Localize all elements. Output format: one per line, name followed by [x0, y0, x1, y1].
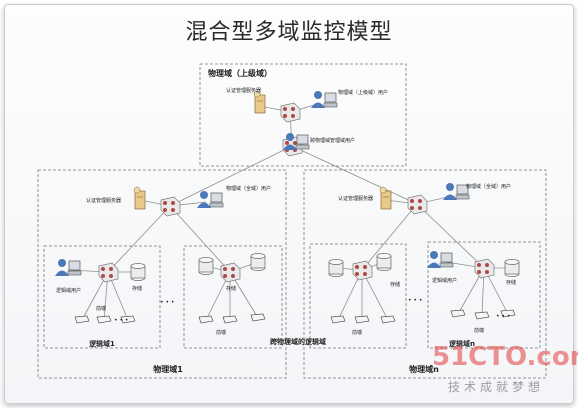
- diagram-title: 混合型多域监控模型: [185, 20, 393, 45]
- network-nodes: [55, 90, 520, 324]
- logical-domain-n-label: 逻辑域n: [449, 339, 475, 348]
- phys-domain-1-box: [37, 169, 287, 379]
- camera-icon: [380, 315, 396, 324]
- phys-domain-user-label: 物理域（全域）用户: [466, 183, 511, 190]
- auth-server-label: 认证管理服务器: [338, 195, 373, 202]
- user-workstation-icon: [55, 259, 82, 276]
- user-workstation-icon: [443, 183, 470, 200]
- router-icon: [280, 102, 301, 123]
- router-icon: [474, 258, 495, 279]
- camera-label: 前端: [474, 327, 484, 334]
- cross-logical-domain-right-box: [309, 243, 407, 349]
- camera-icon: [222, 315, 238, 324]
- camera-icon: [198, 315, 214, 324]
- storage-icon: [250, 253, 266, 271]
- camera-icon: [354, 315, 370, 324]
- connection-line: [169, 205, 231, 273]
- camera-icon: [250, 313, 266, 322]
- storage-label: 存储: [390, 281, 400, 288]
- logical-user-label: 逻辑域用户: [432, 277, 457, 284]
- camera-icon: [474, 311, 490, 320]
- camera-icon: [330, 315, 346, 324]
- phys-domain-n-label: 物理域n: [409, 364, 439, 374]
- user-workstation-icon: [311, 91, 338, 108]
- cross-logical-domain-label: 跨物理域的逻辑域: [270, 337, 326, 346]
- logical-user-label: 逻辑域用户: [56, 287, 81, 294]
- storage-icon: [198, 257, 214, 275]
- storage-label: 存储: [132, 285, 142, 292]
- logical-domain-n-box: [427, 241, 541, 349]
- camera-icon: [120, 315, 136, 324]
- router-icon: [352, 260, 373, 281]
- router-icon: [407, 194, 428, 215]
- storage-icon: [328, 259, 344, 277]
- ellipsis-label: • • •: [114, 317, 128, 324]
- phys-domain-n-box: [303, 169, 547, 379]
- camera-label: 前端: [352, 329, 362, 336]
- storage-icon: [504, 259, 520, 277]
- storage-icon: [376, 253, 392, 271]
- camera-icon: [96, 315, 112, 324]
- router-icon: [98, 262, 119, 283]
- user-workstation-icon: [283, 133, 310, 150]
- router-icon: [160, 196, 181, 217]
- auth-server-label: 认证管理服务器: [226, 87, 261, 94]
- camera-label: 前端: [96, 305, 106, 312]
- auth-server-label: 认证管理服务器: [86, 197, 121, 204]
- connection-line: [361, 203, 418, 271]
- connection-line: [291, 145, 418, 205]
- top-domain-user-label: 物理域（上级域）用户: [338, 89, 388, 96]
- watermark-logo: 51CTO.com: [432, 342, 578, 372]
- ellipsis-label: • • •: [408, 297, 422, 304]
- domain-boxes: [37, 63, 547, 379]
- logical-domain-1-label: 逻辑域1: [89, 339, 115, 348]
- logical-domain-1-box: [43, 245, 161, 349]
- storage-icon: [130, 263, 146, 281]
- auth-server-icon: [133, 186, 146, 210]
- auth-server-icon: [379, 186, 392, 210]
- phys-domain-user-label: 物理域（全域）用户: [226, 185, 271, 192]
- camera-label: 前端: [216, 329, 226, 336]
- diagram-frame: [4, 4, 574, 404]
- connection-line: [169, 145, 293, 207]
- top-domain-box: [199, 63, 407, 167]
- cross-domain-user-label: 跨物理域管理域用户: [310, 137, 355, 144]
- storage-label: 存储: [506, 279, 516, 286]
- camera-icon: [74, 315, 90, 324]
- phys-domain-1-label: 物理域1: [153, 364, 183, 374]
- ellipsis-label: • • •: [160, 299, 174, 306]
- diagram-labels: 物理域（上级域）认证管理服务器物理域（上级域）用户跨物理域管理域用户认证管理服务…: [56, 68, 516, 374]
- connection-line: [416, 203, 485, 269]
- user-workstation-icon: [427, 251, 454, 268]
- camera-icon: [450, 309, 466, 318]
- watermark-slogan: 技术成就梦想: [448, 380, 545, 394]
- user-workstation-icon: [197, 191, 224, 208]
- ellipsis-label: • • •: [496, 313, 510, 320]
- router-icon: [220, 262, 241, 283]
- storage-label: 存储: [226, 285, 236, 292]
- auth-server-icon: [253, 90, 266, 114]
- connection-line: [107, 205, 171, 273]
- top-domain-label: 物理域（上级域）: [208, 68, 272, 78]
- camera-icon: [500, 309, 516, 318]
